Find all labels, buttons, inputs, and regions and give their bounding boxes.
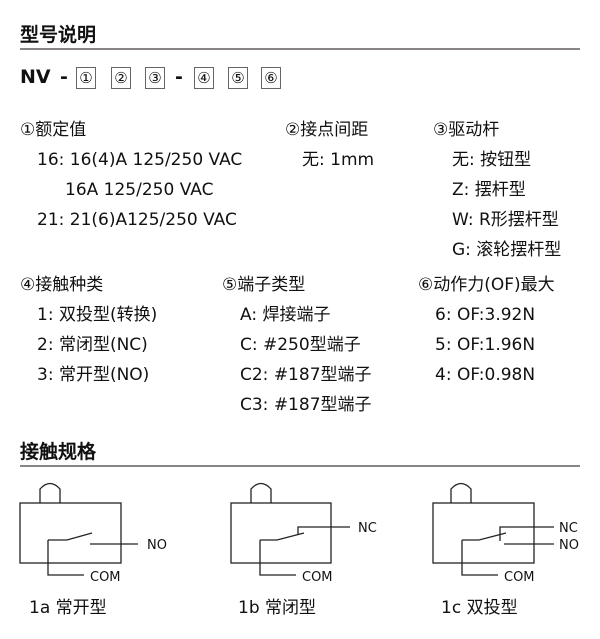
force-item: 5: OF:1.96N: [435, 335, 536, 355]
diagram-caption: 1c 双投型: [441, 598, 518, 618]
gap-item: 无: 1mm: [302, 150, 375, 170]
rating-item: 16: 16(4)A 125/250 VAC: [37, 150, 243, 170]
actuator-header: ③驱动杆: [433, 120, 500, 140]
divider: [20, 465, 580, 467]
com-label: COM: [302, 570, 333, 585]
terminal-item: C: #250型端子: [240, 335, 361, 355]
nc-label: NC: [358, 521, 377, 536]
contact-header: ④接触种类: [20, 275, 104, 295]
terminal-item: C2: #187型端子: [240, 365, 372, 385]
no-label: NO: [559, 538, 579, 553]
model-slot-3: ③: [145, 67, 165, 89]
actuator-item: Z: 摆杆型: [452, 180, 526, 200]
section-title-model: 型号说明: [20, 24, 97, 46]
contact-item: 3: 常开型(NO): [37, 365, 150, 385]
diagram-1b-switch: [230, 482, 350, 576]
divider: [20, 48, 580, 50]
actuator-item: W: R形摆杆型: [452, 210, 559, 230]
diagram-1a-switch: [19, 482, 138, 576]
model-prefix: NV: [20, 66, 51, 88]
contact-item: 2: 常闭型(NC): [37, 335, 148, 355]
force-item: 4: OF:0.98N: [435, 365, 536, 385]
rating-item: 21: 21(6)A125/250 VAC: [37, 210, 237, 230]
contact-item: 1: 双投型(转换): [37, 305, 158, 325]
terminal-header: ⑤端子类型: [222, 275, 306, 295]
nc-label: NC: [559, 521, 578, 536]
actuator-item: 无: 按钮型: [452, 150, 532, 170]
model-slot-2: ②: [111, 67, 131, 89]
actuator-item: G: 滚轮摆杆型: [452, 240, 562, 260]
model-slot-5: ⑤: [228, 67, 248, 89]
model-separator: -: [60, 66, 68, 88]
gap-header: ②接点间距: [285, 120, 369, 140]
rating-item: 16A 125/250 VAC: [65, 180, 214, 200]
diagram-1c-switch: [432, 482, 554, 576]
diagram-caption: 1a 常开型: [29, 598, 107, 618]
model-slot-4: ④: [194, 67, 214, 89]
com-label: COM: [504, 570, 535, 585]
section-title-contact-spec: 接触规格: [20, 441, 97, 463]
terminal-item: A: 焊接端子: [240, 305, 331, 325]
force-header: ⑥动作力(OF)最大: [418, 275, 555, 295]
force-item: 6: OF:3.92N: [435, 305, 536, 325]
no-label: NO: [147, 538, 167, 553]
com-label: COM: [90, 570, 121, 585]
model-separator: -: [175, 66, 183, 88]
terminal-item: C3: #187型端子: [240, 395, 372, 415]
diagram-caption: 1b 常闭型: [238, 598, 316, 618]
model-slot-1: ①: [76, 67, 96, 89]
rating-header: ①额定值: [20, 120, 87, 140]
model-slot-6: ⑥: [261, 67, 281, 89]
